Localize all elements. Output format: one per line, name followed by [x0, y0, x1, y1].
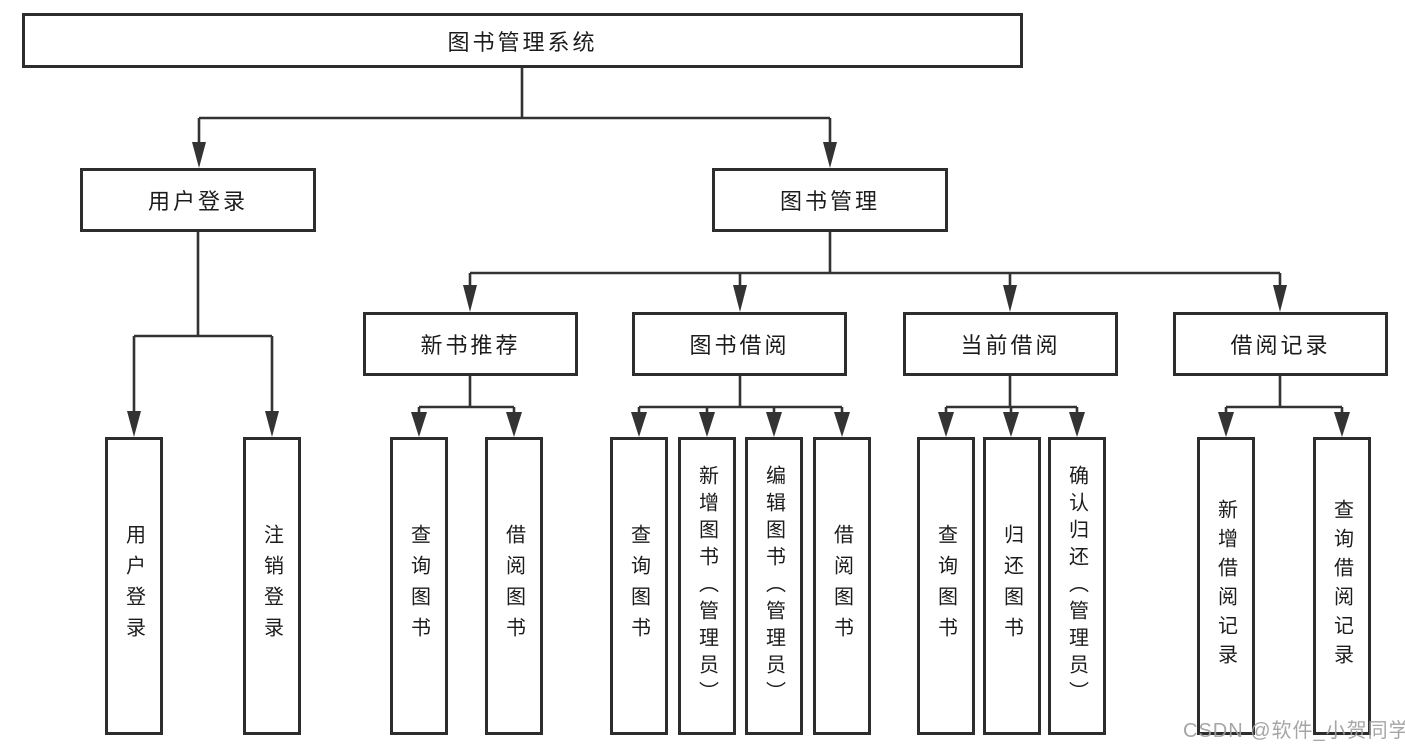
leaf-query-books-current: 查询图书	[917, 437, 975, 735]
leaf-confirm-return-admin: 确认归还（管理员）	[1048, 437, 1106, 735]
leaf-query-borrow-record: 查询借阅记录	[1313, 437, 1371, 735]
csdn-watermark: CSDN @软件_小贺同学	[1183, 720, 1405, 742]
leaf-add-books-admin: 新增图书（管理员）	[678, 437, 736, 735]
node-new-book-recommend: 新书推荐	[363, 312, 578, 376]
leaf-query-books-recommend: 查询图书	[390, 437, 448, 735]
leaf-user-login: 用户登录	[105, 437, 163, 735]
leaf-borrow-books-recommend: 借阅图书	[485, 437, 543, 735]
leaf-borrow-books: 借阅图书	[813, 437, 871, 735]
leaf-return-books: 归还图书	[983, 437, 1041, 735]
node-book-management: 图书管理	[712, 168, 948, 232]
node-book-borrow: 图书借阅	[632, 312, 847, 376]
leaf-edit-books-admin: 编辑图书（管理员）	[745, 437, 803, 735]
node-current-borrow: 当前借阅	[903, 312, 1118, 376]
leaf-add-borrow-record: 新增借阅记录	[1197, 437, 1255, 735]
node-user-login: 用户登录	[80, 168, 316, 232]
node-borrow-records: 借阅记录	[1173, 312, 1388, 376]
node-root-system: 图书管理系统	[22, 13, 1023, 68]
leaf-query-books-borrow: 查询图书	[610, 437, 668, 735]
leaf-logout: 注销登录	[243, 437, 301, 735]
